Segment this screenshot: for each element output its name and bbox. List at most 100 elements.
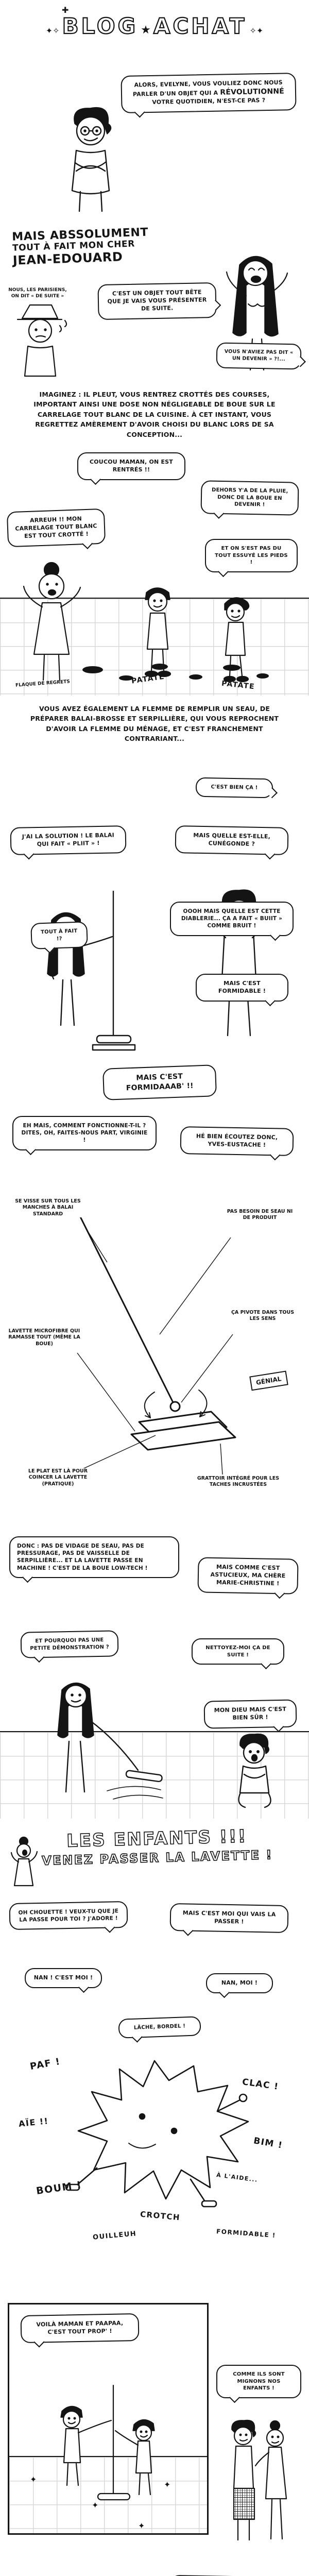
figure-mom-horrified — [23, 562, 81, 681]
devenir-bubble: DEHORS Y'A DE LA PLUIE, DONC DE LA BOUE … — [200, 480, 299, 516]
chouette-text: OH CHOUETTE ! VEUX-TU QUE JE LA PASSE PO… — [18, 1908, 119, 1923]
diagram-label-no-bucket: PAS BESOIN DE SEAU NI DE PRODUIT — [222, 1209, 297, 1222]
cross-sparkle-icon: ✚ — [62, 5, 69, 15]
diagram-label-plate: LE PLAT EST LÀ POUR COINCER LA LAVETTE (… — [15, 1468, 100, 1488]
nan-moi-bubble-1: NAN ! C'EST MOI ! — [25, 1968, 102, 1988]
lache-bordel-text: LÂCHE, BORDEL ! — [133, 2023, 186, 2031]
formidable-text: MAIS C'EST FORMIDABLE ! — [218, 980, 266, 994]
tout-a-fait-text: TOUT À FAIT !? — [41, 928, 78, 942]
formidaaab-bubble: MAIS C'EST FORMIDAAAB' !! — [102, 1064, 217, 1100]
diablerie-bubble: OOOH MAIS QUELLE EST CETTE DIABLERIE... … — [170, 902, 294, 936]
quelle-est-elle-text: MAIS QUELLE EST-ELLE, CUNÉGONDE ? — [193, 832, 271, 848]
solution-bubble: J'AI LA SOLUTION ! LE BALAI QUI FAIT « P… — [10, 825, 127, 855]
object-intro-text: C'EST UN OBJET TOUT BÊTE QUE JE VAIS VOU… — [107, 289, 207, 312]
mud-tracks — [82, 664, 269, 681]
mignons-bubble: COMME ILS SONT MIGNONS NOS ENFANTS ! — [216, 2365, 301, 2398]
aside-bubble: C'EST BIEN ÇA ! — [195, 777, 273, 798]
host-speech-bubble: ALORS, EVELYNE, VOUS VOULIEZ DONC NOUS P… — [121, 73, 297, 113]
panel-how-question: EH MAIS, COMMENT FONCTIONNE-T-IL ? DITES… — [0, 1108, 309, 1180]
sfx-formidable: FORMIDABLE ! — [216, 2227, 277, 2240]
panel-kids-muddy: COUCOU MAMAN, ON EST RENTRÉS !! DEHORS Y… — [0, 448, 309, 696]
sparkle-icon: ✧✦ — [249, 26, 264, 36]
quelle-est-elle-bubble: MAIS QUELLE EST-ELLE, CUNÉGONDE ? — [175, 825, 289, 855]
figure-kid-two — [223, 597, 250, 683]
figure-parents — [231, 2419, 287, 2541]
panel-kids-fight: OH CHOUETTE ! VEUX-TU QUE JE LA PASSE PO… — [0, 1896, 309, 2257]
nettoyez-bubble: NETTOYEZ-MOI ÇA DE SUITE ! — [192, 1638, 284, 1665]
panel-interview: ALORS, EVELYNE, VOUS VOULIEZ DONC NOUS P… — [0, 67, 309, 222]
recap-bubble: DONC : PAS DE VIDAGE DE SEAU, PAS DE PRE… — [9, 1536, 179, 1578]
tout-prop-text: VOILÀ MAMAN ET PAAPAA, C'EST TOUT PROP' … — [36, 2319, 124, 2335]
title-word-achat: ACHAT — [153, 13, 247, 39]
panel-outro: LA PROCHAINE FOIS, JE VOUS PARLERAI DES … — [0, 2555, 309, 2576]
sparkle-icon: ✦✧ — [45, 26, 60, 36]
formidable-bubble: MAIS C'EST FORMIDABLE ! — [196, 974, 288, 1002]
sparkle-icon: ✦ — [164, 2480, 171, 2489]
nettoyez-text: NETTOYEZ-MOI ÇA DE SUITE ! — [205, 1645, 270, 1658]
sfx-ouilleuh: OUILLEUH — [92, 2230, 137, 2242]
figure-hat-man — [16, 304, 67, 377]
narration-block-2: VOUS AVEZ ÉGALEMENT LA FLEMME DE REMPLIR… — [0, 696, 309, 773]
parisians-note: NOUS, LES PARISIENS, ON DIT « DE SUITE » — [8, 287, 67, 299]
sparkle-icon: ✦ — [92, 2500, 99, 2510]
astucieux-bubble: MAIS COMME C'EST ASTUCIEUX, MA CHÈRE MAR… — [197, 1557, 299, 1595]
mom-scream-bubble: ARREUH !! MON CARRELAGE TOUT BLANC EST T… — [6, 508, 106, 547]
figure-woman-with-mop — [47, 890, 136, 1051]
devenir-text: DEHORS Y'A DE LA PLUIE, DONC DE LA BOUE … — [211, 487, 288, 508]
figure-calling-mom — [10, 1836, 38, 1887]
diablerie-text: OOOH MAIS QUELLE EST CETTE DIABLERIE... … — [181, 908, 283, 929]
mom-scream-text: ARREUH !! MON CARRELAGE TOUT BLANC EST T… — [15, 515, 97, 539]
comic-title-header: ✦✧ BLOG ★ ACHAT ✧✦ ✚ — [0, 0, 309, 67]
tout-a-fait-bubble: TOUT À FAIT !? — [30, 921, 88, 950]
mop-diagram-drawing — [70, 1198, 236, 1475]
nan-moi-text-1: NAN ! C'EST MOI ! — [33, 1974, 93, 1981]
figure-proud-kids — [60, 2384, 155, 2501]
call-kids-text: LES ENFANTS !!! VENEZ PASSER LA LAVETTE … — [36, 1825, 279, 1869]
astucieux-text: MAIS COMME C'EST ASTUCIEUX, MA CHÈRE MAR… — [210, 1563, 286, 1587]
panel-mop-diagram: SE VISSE SUR TOUS LES MANCHES À BALAI ST… — [0, 1180, 309, 1530]
host-speech-post: VOTRE QUOTIDIEN, N'EST-CE PAS ? — [152, 96, 266, 106]
panel-solution: J'AI LA SOLUTION ! LE BALAI QUI FAIT « P… — [0, 819, 309, 1108]
demonstration-bubble: ET POURQUOI PAS UNE PETITE DÉMONSTRATION… — [20, 1630, 119, 1658]
panel-presentation: MAIS ABSSOLUMENT TOUT À FAIT MON CHER JE… — [0, 222, 309, 381]
devenir-note-text: VOUS N'AVIEZ PAS DIT « UN DEVENIR » ?!..… — [224, 348, 294, 362]
panel-call-kids: LES ENFANTS !!! VENEZ PASSER LA LAVETTE … — [0, 1819, 309, 1896]
coucou-bubble: COUCOU MAMAN, ON EST RENTRÉS !! — [77, 452, 185, 480]
panel-spacer — [0, 2257, 309, 2287]
mignons-text: COMME ILS SONT MIGNONS NOS ENFANTS ! — [233, 2371, 285, 2391]
panel-demo: DONC : PAS DE VIDAGE DE SEAU, PAS DE PRE… — [0, 1530, 309, 1819]
tout-prop-bubble: VOILÀ MAMAN ET PAAPAA, C'EST TOUT PROP' … — [20, 2313, 140, 2343]
narration-1-text: IMAGINEZ : IL PLEUT, VOUS RENTREZ CROTTÉ… — [33, 391, 276, 438]
star-icon: ★ — [141, 24, 151, 37]
object-intro-bubble: C'EST UN OBJET TOUT BÊTE QUE JE VAIS VOU… — [97, 282, 217, 320]
panel-aside: C'EST BIEN ÇA ! — [0, 773, 309, 819]
how-answer-text: HÉ BIEN ÉCOUTEZ DONC, YVES-EUSTACHE ! — [196, 1132, 278, 1148]
fight-cloud-drawing — [65, 2060, 249, 2208]
aside-text: C'EST BIEN ÇA ! — [211, 784, 258, 791]
recap-text: DONC : PAS DE VIDAGE DE SEAU, PAS DE PRE… — [17, 1543, 148, 1571]
bien-sur-text: MON DIEU MAIS C'EST BIEN SÛR ! — [214, 1705, 287, 1721]
how-answer-bubble: HÉ BIEN ÉCOUTEZ DONC, YVES-EUSTACHE ! — [180, 1126, 294, 1156]
coucou-text: COUCOU MAMAN, ON EST RENTRÉS !! — [89, 459, 173, 473]
bien-sur-bubble: MON DIEU MAIS C'EST BIEN SÛR ! — [203, 1699, 297, 1729]
diagram-label-microfibre: LAVETTE MICROFIBRE QUI RAMASSE TOUT (MÊM… — [8, 1328, 80, 1348]
chouette-bubble: OH CHOUETTE ! VEUX-TU QUE JE LA PASSE PO… — [9, 1901, 128, 1930]
moi-passer-text: MAIS C'EST MOI QUI VAIS LA PASSER ! — [182, 1909, 276, 1925]
narration-2-text: VOUS AVEZ ÉGALEMENT LA FLEMME DE REMPLIR… — [30, 705, 279, 743]
formidaaab-text: MAIS C'EST FORMIDAAAB' !! — [126, 1072, 194, 1093]
how-question-text: EH MAIS, COMMENT FONCTIONNE-T-IL ? DITES… — [21, 1123, 148, 1144]
panel-all-clean: ✦ ✦ ✦ ✦ VOILÀ MAMAN ET PAAPAA, C'EST TOU… — [0, 2287, 309, 2555]
solution-text: J'AI LA SOLUTION ! LE BALAI QUI FAIT « P… — [22, 832, 115, 848]
big-answer-text: MAIS ABSSOLUMENT TOUT À FAIT MON CHER JE… — [12, 225, 183, 268]
lache-bordel-bubble: LÂCHE, BORDEL ! — [118, 2016, 201, 2039]
nan-moi-bubble-2: NAN, MOI ! — [206, 1973, 273, 1993]
diagram-label-screw: SE VISSE SUR TOUS LES MANCHES À BALAI ST… — [9, 1198, 87, 1218]
demonstration-text: ET POURQUOI PAS UNE PETITE DÉMONSTRATION… — [30, 1637, 109, 1651]
diagram-label-pivot: ÇA PIVOTE DANS TOUS LES SENS — [227, 1310, 299, 1323]
diagram-label-scraper: GRATTOIR INTÉGRÉ POUR LES TACHES INCRUST… — [196, 1476, 281, 1488]
figure-host-jean-edouard — [71, 107, 112, 212]
pieds-bubble: ET ON S'EST PAS DU TOUT ESSUYÉ LES PIEDS… — [205, 539, 298, 572]
narration-block-1: IMAGINEZ : IL PLEUT, VOUS RENTREZ CROTTÉ… — [0, 381, 309, 448]
how-question-bubble: EH MAIS, COMMENT FONCTIONNE-T-IL ? DITES… — [12, 1116, 157, 1150]
